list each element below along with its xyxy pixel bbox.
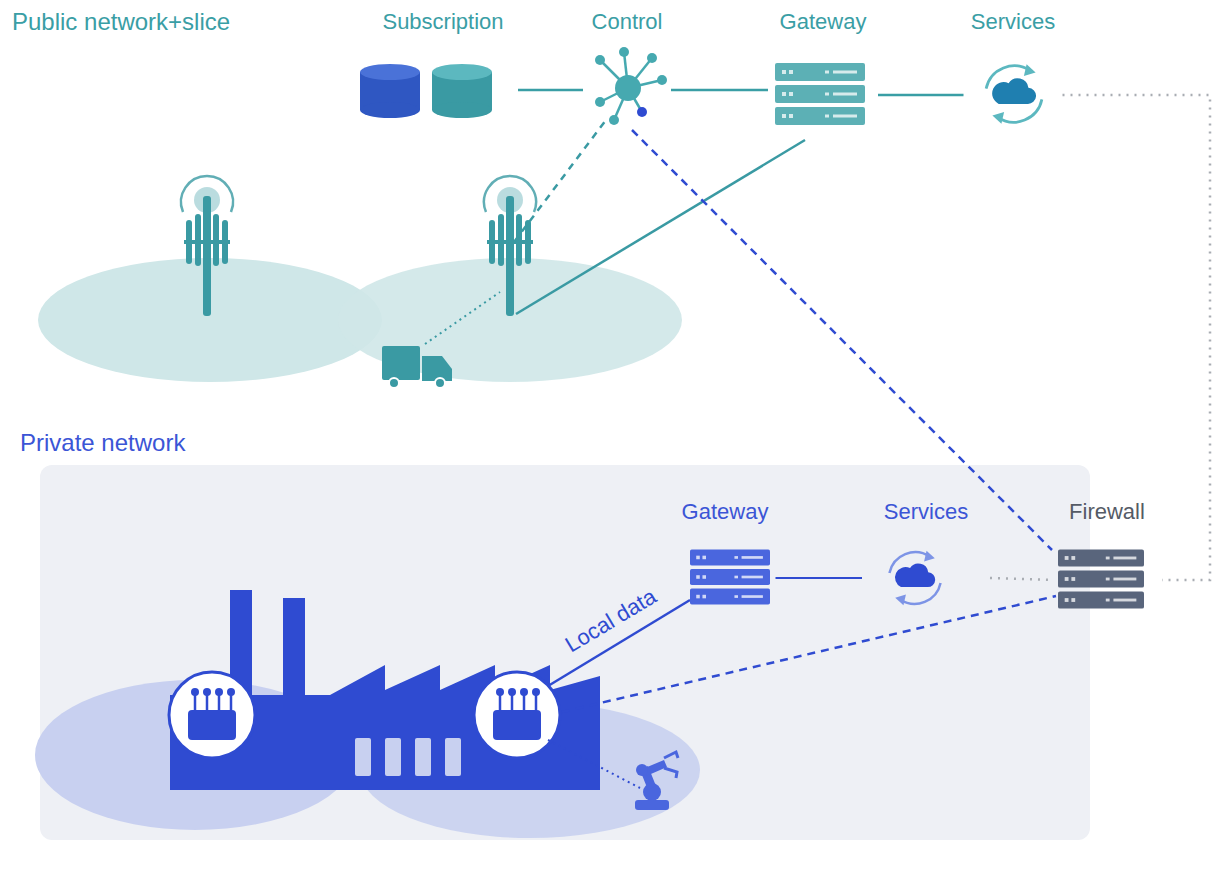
connector	[990, 578, 1052, 580]
radio-unit	[169, 672, 255, 758]
radio-link	[548, 740, 640, 788]
cell-tower	[181, 176, 233, 316]
connector	[632, 130, 1052, 550]
private-network-region: Private networkGateway Services	[15, 425, 1093, 845]
firewall-server-icon	[1058, 549, 1144, 608]
services-node: Services	[862, 495, 990, 610]
gateway-server-icon	[690, 549, 770, 604]
node-label: Control	[583, 5, 671, 35]
radio-link	[425, 292, 500, 344]
connector	[518, 89, 583, 92]
control-link	[514, 120, 606, 242]
node-label: Services	[964, 5, 1063, 35]
node-label: Gateway	[675, 495, 776, 525]
section-heading: Public network+slice	[12, 8, 230, 37]
firewall-node: Firewall	[1052, 495, 1162, 610]
services-icon	[986, 64, 1042, 123]
control-node: Control	[583, 5, 671, 130]
node-label: Services	[862, 495, 990, 525]
robot-arm	[635, 752, 678, 810]
connector	[671, 89, 768, 92]
user-plane-link	[516, 140, 805, 314]
gateway-node: Gateway	[768, 5, 878, 130]
gateway-server-icon	[775, 63, 865, 125]
node-label: Subscription	[368, 5, 518, 35]
cell-tower	[484, 176, 536, 316]
gateway-node: Gateway	[675, 495, 776, 610]
radio-unit	[474, 672, 560, 758]
database-icon	[360, 64, 492, 118]
truck	[382, 346, 452, 388]
node-label: Gateway	[768, 5, 878, 35]
services-node: Services	[964, 5, 1063, 130]
connector	[776, 577, 863, 579]
node-label: Private network	[15, 425, 1093, 458]
private-network-area	[40, 465, 1090, 840]
subscription-node: Subscription	[368, 5, 518, 130]
connector	[878, 94, 964, 97]
factory	[170, 590, 600, 790]
node-label: Firewall	[1052, 495, 1162, 525]
services-icon	[889, 551, 940, 605]
control-hub-icon	[595, 47, 667, 125]
